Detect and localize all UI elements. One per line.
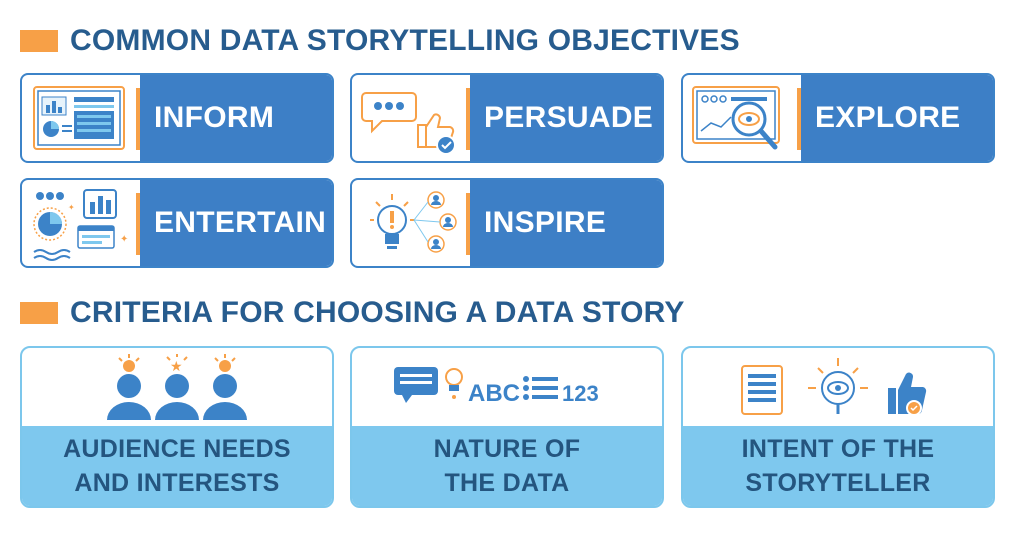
objective-card-entertain: ✦ ✦ ENTERTAIN <box>20 178 334 268</box>
criteria-label-line1: NATURE OF <box>433 435 581 463</box>
svg-text:✦: ✦ <box>68 203 75 212</box>
orange-accent-bar <box>797 88 801 150</box>
numbers-glyph: 123 <box>562 381 599 406</box>
data-types-icon: ABC 123 <box>352 348 662 426</box>
lightbulb-people-icon <box>352 180 466 266</box>
magnifier-eye-icon <box>683 75 797 161</box>
document-eye-thumbs-up-icon <box>683 348 993 426</box>
criteria-card-nature: ABC 123 NATURE OF THE DATA <box>350 346 664 508</box>
objective-label-area: PERSUADE <box>470 75 662 161</box>
criteria-card-audience: ★ AUDIENCE NEEDS AND INTERESTS <box>20 346 334 508</box>
objective-card-inform: INFORM <box>20 73 334 163</box>
objective-label-area: ENTERTAIN <box>140 180 332 266</box>
objectives-title-text: COMMON DATA STORYTELLING OBJECTIVES <box>70 24 740 57</box>
objective-label-area: EXPLORE <box>801 75 993 161</box>
orange-marker <box>20 302 58 324</box>
orange-accent-bar <box>466 88 470 150</box>
objective-label: EXPLORE <box>815 101 961 134</box>
objective-card-inspire: INSPIRE <box>350 178 664 268</box>
objective-label: PERSUADE <box>484 101 654 134</box>
letters-glyph: ABC <box>468 380 520 407</box>
criteria-label-line1: INTENT OF THE <box>741 435 935 463</box>
criteria-label-area: INTENT OF THE STORYTELLER <box>683 426 993 506</box>
objective-label: INSPIRE <box>484 206 607 239</box>
orange-accent-bar <box>136 88 140 150</box>
criteria-label-area: NATURE OF THE DATA <box>352 426 662 506</box>
criteria-label-line2: STORYTELLER <box>745 469 931 497</box>
svg-text:★: ★ <box>170 359 183 375</box>
speech-bubble-thumbs-up-icon <box>352 75 466 161</box>
objective-label-area: INFORM <box>140 75 332 161</box>
criteria-label-line2: THE DATA <box>444 469 570 497</box>
criteria-card-intent: INTENT OF THE STORYTELLER <box>681 346 995 508</box>
objective-label-area: INSPIRE <box>470 180 662 266</box>
dashboard-charts-icon: ✦ ✦ <box>22 180 136 266</box>
svg-text:✦: ✦ <box>120 234 128 245</box>
objective-label: INFORM <box>154 101 275 134</box>
objectives-section-title: COMMON DATA STORYTELLING OBJECTIVES <box>20 24 740 58</box>
orange-marker <box>20 30 58 52</box>
objective-card-persuade: PERSUADE <box>350 73 664 163</box>
orange-accent-bar <box>136 193 140 255</box>
criteria-label-line2: AND INTERESTS <box>74 469 280 497</box>
criteria-title-text: CRITERIA FOR CHOOSING A DATA STORY <box>70 296 685 329</box>
dashboard-report-icon <box>22 75 136 161</box>
audience-heads-icon: ★ <box>22 348 332 426</box>
objective-card-explore: EXPLORE <box>681 73 995 163</box>
orange-accent-bar <box>466 193 470 255</box>
criteria-label-line1: AUDIENCE NEEDS <box>63 435 291 463</box>
criteria-label-area: AUDIENCE NEEDS AND INTERESTS <box>22 426 332 506</box>
objective-label: ENTERTAIN <box>154 206 327 239</box>
criteria-section-title: CRITERIA FOR CHOOSING A DATA STORY <box>20 296 685 330</box>
